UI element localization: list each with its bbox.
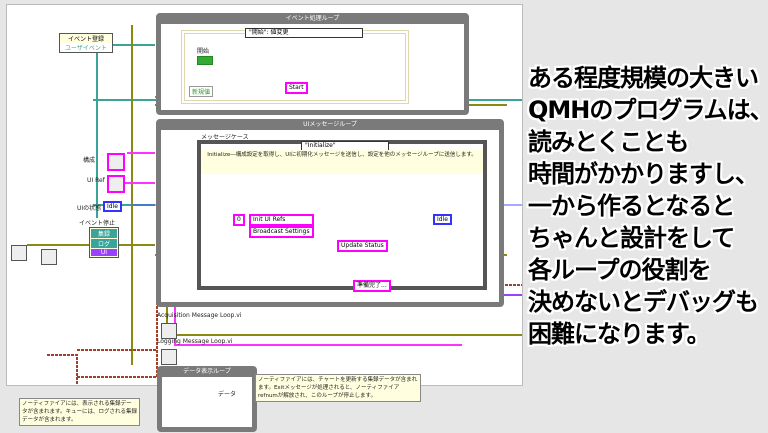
block-diagram: イベント登録 ユーザイベント 構成 UI Ref UIの状態 Idle イベント… xyxy=(6,4,523,432)
ui-ref-label: UI Ref xyxy=(87,177,105,184)
idle-enum: Idle xyxy=(433,214,452,225)
config-label: 構成 xyxy=(83,157,96,164)
ui-loop-title: UIメッセージループ xyxy=(303,121,357,128)
cluster-item: ログ xyxy=(91,239,117,248)
event-selector[interactable]: "開始": 値変更 xyxy=(245,28,363,38)
message-item: Init UI Refs xyxy=(249,214,314,226)
rust-wire xyxy=(47,284,522,385)
start-label: 開始 xyxy=(197,48,210,55)
index-constant: 0 xyxy=(233,214,245,226)
ui-state-enum[interactable]: Idle xyxy=(103,201,122,212)
caption-line: ちゃんと設計をして xyxy=(528,224,735,252)
ui-ref-control[interactable] xyxy=(107,175,125,193)
caption-line: ある程度規模の大きい xyxy=(528,64,759,92)
event-stop-label: イベント停止 xyxy=(79,218,116,227)
loops-cluster: 集録 ログ UI xyxy=(89,227,119,258)
data-loop-title: データ表示ループ xyxy=(183,368,231,375)
message-array: Init UI Refs Broadcast Settings xyxy=(249,214,314,238)
create-node xyxy=(41,249,57,265)
user-event-label: ユーザイベント xyxy=(60,43,112,52)
start-message: Start xyxy=(285,82,308,94)
pink-wire xyxy=(125,96,467,346)
config-control[interactable] xyxy=(107,153,125,171)
notifier-note: ノーティファイアには、表示される集録データが含まれます。キューには、ログされる集… xyxy=(19,398,140,426)
ui-message-loop: UIメッセージループ メッセージケース "Initialize" Initial… xyxy=(156,119,504,307)
case-comment: Initialize―構成設定を取得し、UIに初期化メッセージを送信し、設定を他… xyxy=(201,150,483,174)
data-label: データ xyxy=(218,391,237,398)
cluster-item: 集録 xyxy=(91,229,117,238)
event-structure: "開始": 値変更 開始 新規値 Start xyxy=(181,28,409,104)
new-value-node: 新規値 xyxy=(189,86,214,97)
acquisition-subvi-label: Acquisition Message Loop.vi xyxy=(157,312,242,319)
register-events-node: イベント登録 ユーザイベント xyxy=(59,33,113,53)
caption-line: 決めないとデバッグも xyxy=(528,288,759,316)
caption-line: 時間がかかりますし、 xyxy=(528,160,759,188)
cluster-item: UI xyxy=(91,249,117,256)
ui-state-label: UIの状態 xyxy=(77,205,102,212)
caption-line: 困難になります。 xyxy=(528,320,711,348)
message-case-structure: "Initialize" Initialize―構成設定を取得し、UIに初期化メ… xyxy=(197,140,487,292)
update-status-message: Update Status xyxy=(337,240,388,252)
data-loop-note: ノーティファイアには、チャートを更新する集録データが含まれます。Exitメッセー… xyxy=(255,374,421,402)
caption-line: 一から作るとなると xyxy=(528,192,735,220)
caption-text: ある程度規模の大きい QMHのプログラムは、 読みとくことも 時間がかかりますし… xyxy=(528,62,768,350)
ready-message: 準備完了... xyxy=(353,280,391,292)
caption-line: QMHのプログラムは、 xyxy=(528,96,768,124)
logging-subvi-label: Logging Message Loop.vi xyxy=(157,338,233,345)
event-loop: イベント処理ループ "開始": 値変更 開始 新規値 Start xyxy=(156,13,469,115)
message-item: Broadcast Settings xyxy=(249,226,314,238)
caption-line: 各ループの役割を xyxy=(528,256,712,284)
logging-subvi[interactable] xyxy=(161,349,177,365)
init-node xyxy=(11,245,27,261)
acquisition-subvi[interactable] xyxy=(161,323,177,339)
data-display-loop: データ表示ループ データ xyxy=(157,366,257,432)
event-loop-title: イベント処理ループ xyxy=(285,15,340,22)
case-label: メッセージケース xyxy=(201,134,249,141)
caption-line: 読みとくことも xyxy=(528,128,689,156)
start-boolean xyxy=(197,56,213,65)
register-label: イベント登録 xyxy=(67,36,104,43)
